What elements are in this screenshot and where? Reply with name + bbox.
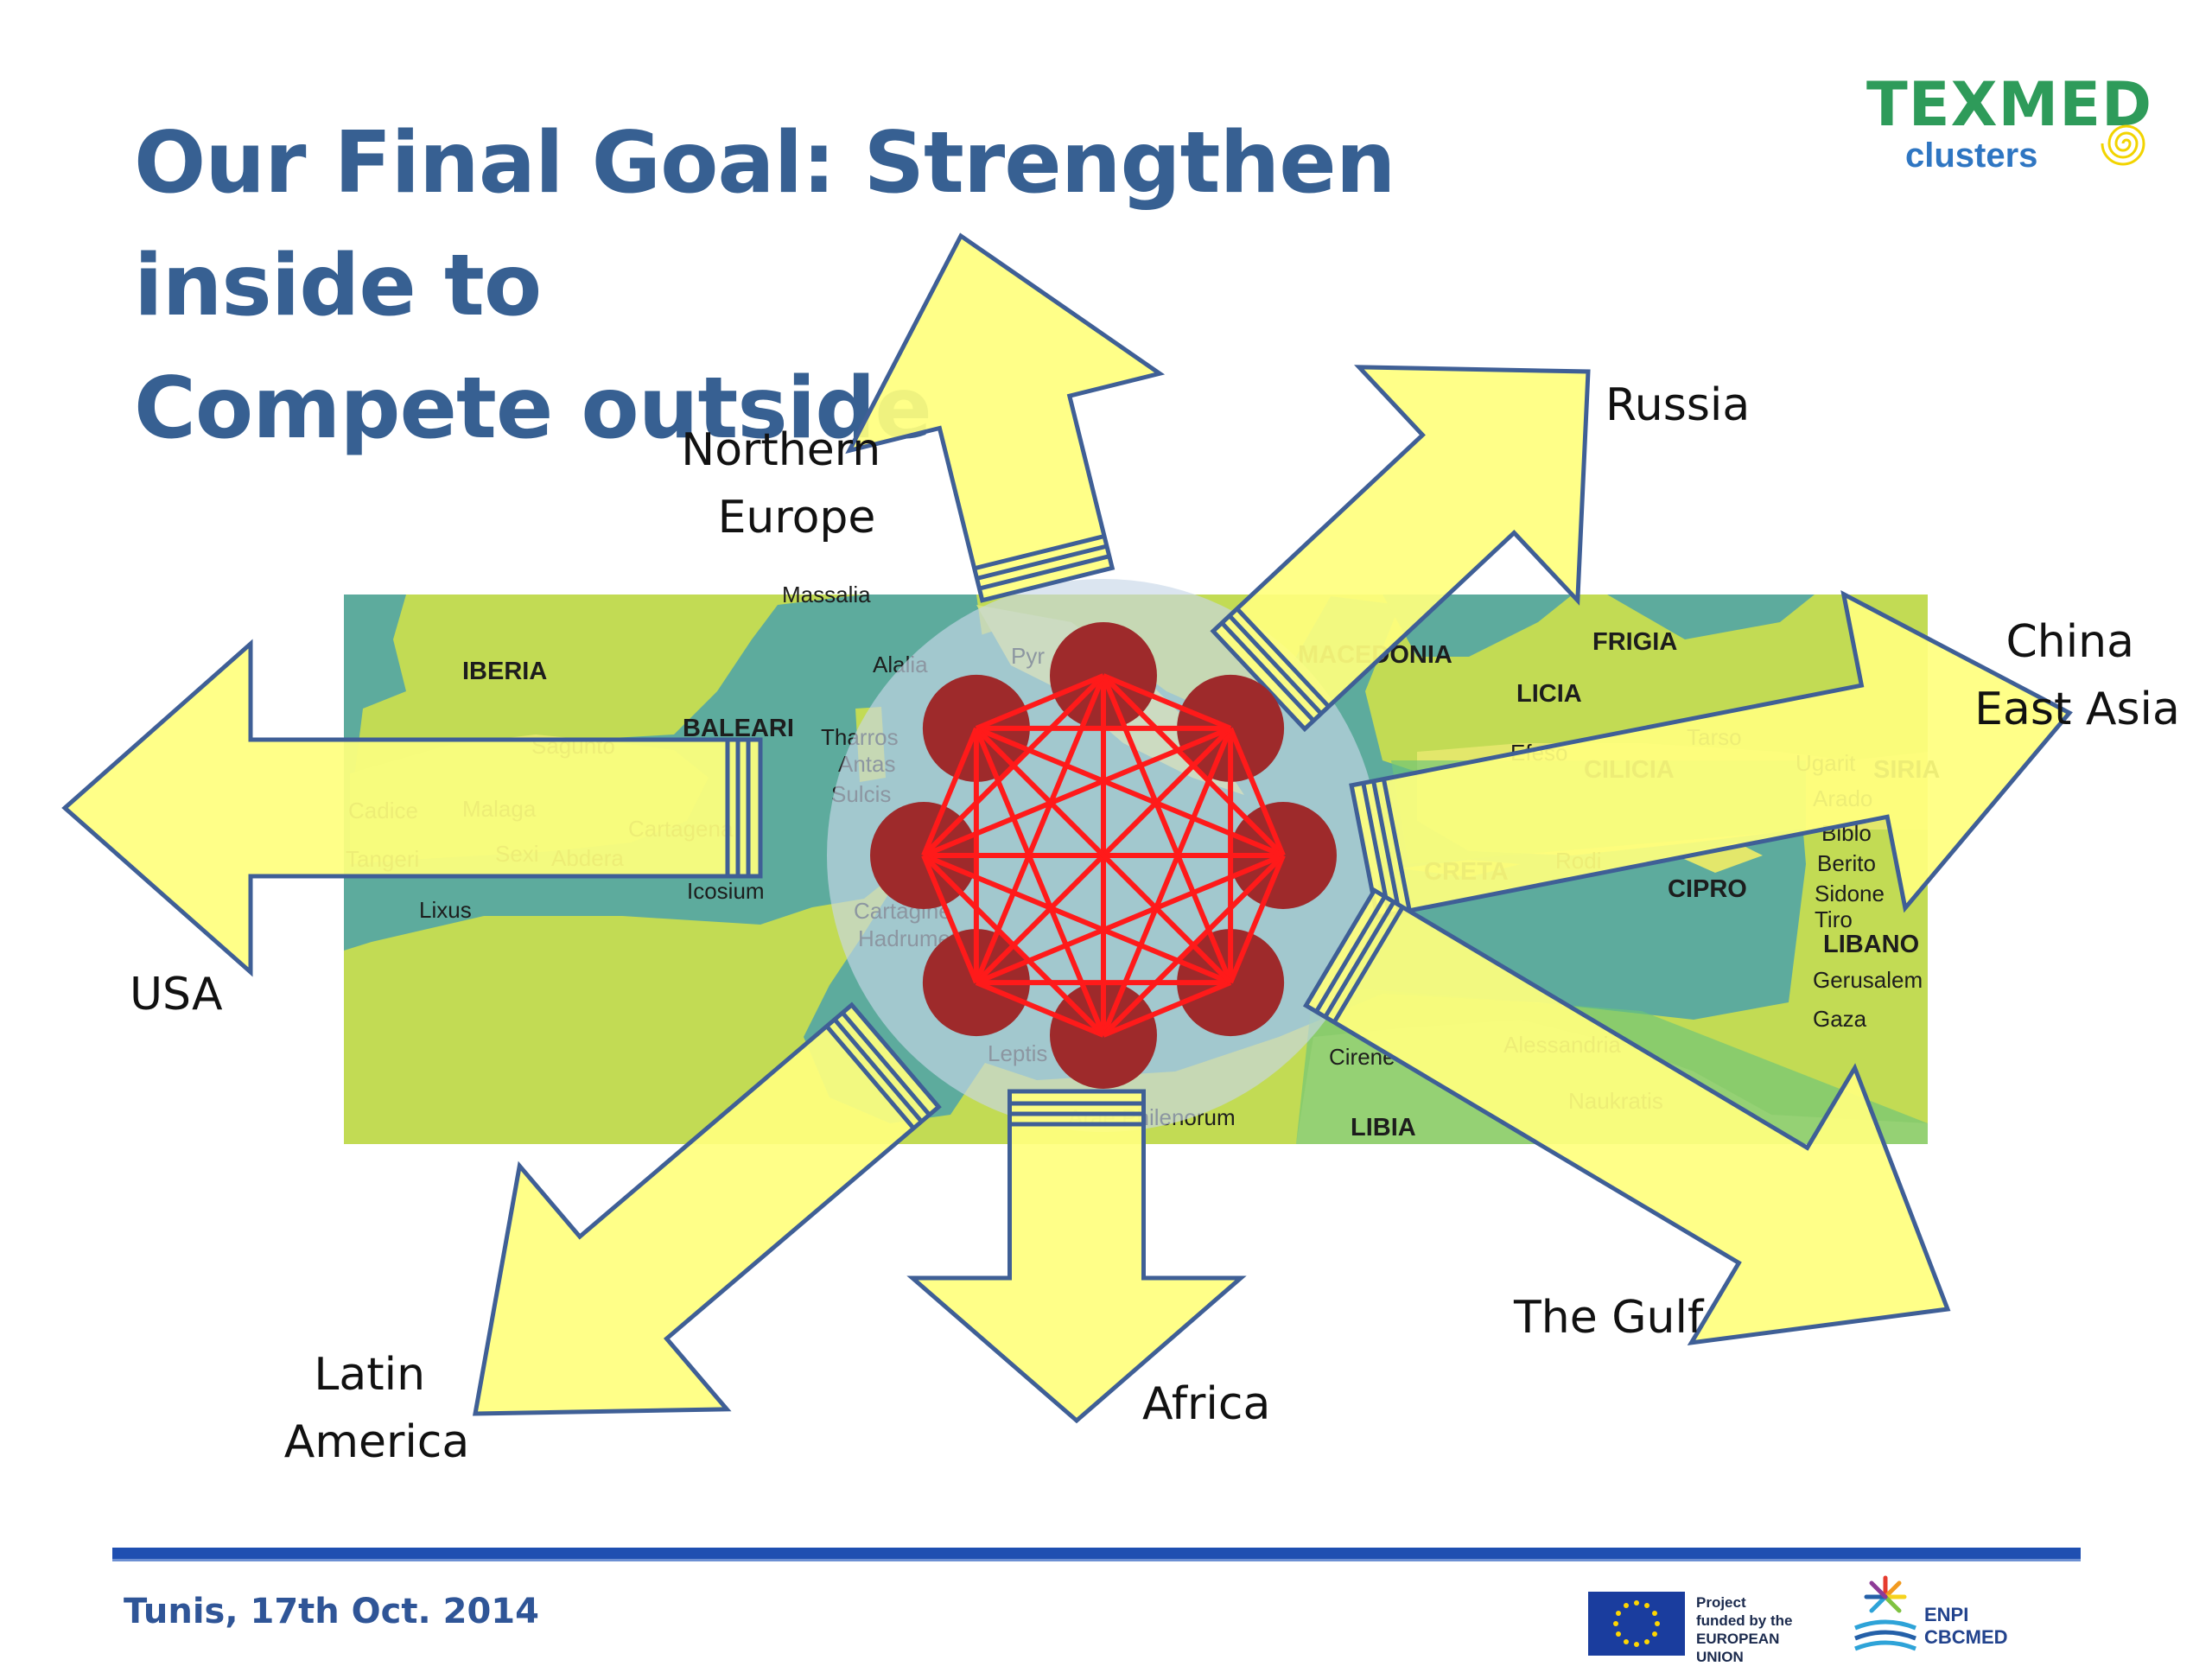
cbcmed-text: ENPI CBCMED [1924, 1604, 2008, 1648]
eu-funding-text: Project funded by the EUROPEAN UNION [1696, 1594, 1793, 1665]
arrow-china-east-asia-stripe [1381, 779, 1412, 912]
enpi-cbcmed-logo: ENPI CBCMED [1851, 1571, 2041, 1657]
map-label: Icosium [687, 878, 765, 904]
title-line-1: Our Final Goal: Strengthen inside to [134, 114, 1395, 335]
arrow-latin-america-stripe [824, 1024, 916, 1130]
map-label: LICIA [1516, 680, 1582, 708]
network-link [1228, 727, 1286, 857]
arrow-northern-europe-stripe [976, 544, 1108, 581]
map-label: Sidone [1815, 881, 1885, 906]
arrow-china-east-asia [1349, 590, 2073, 920]
map-label: LIBIA [1351, 1114, 1416, 1141]
eu-flag-icon [1588, 1592, 1685, 1656]
network-link [975, 673, 1105, 731]
map-label: LIBANO [1823, 931, 1919, 958]
cbcmed-sun-icon [1854, 1575, 1916, 1651]
network-link [974, 726, 1233, 985]
label-northern-europe: Northern Europe [681, 424, 894, 544]
yarn-swirl-icon [2101, 124, 2145, 166]
direction-arrows [61, 232, 2073, 1424]
arrow-northern-europe-stripe [973, 534, 1105, 571]
footer-divider [112, 1548, 2081, 1561]
arrow-usa [61, 639, 763, 977]
map-cyprus [1676, 843, 1763, 873]
arrow-russia-stripe [1220, 621, 1316, 722]
slide-title: Our Final Goal: Strengthen inside to Com… [134, 102, 1689, 470]
network-link [1102, 980, 1232, 1038]
network-link [1102, 673, 1232, 731]
arrow-northern-europe [845, 232, 1166, 603]
title-line-2: Compete outside [134, 359, 932, 458]
map-label: Gerusalem [1813, 967, 1923, 993]
map-label: Lixus [419, 897, 472, 923]
footer-date: Tunis, 17th Oct. 2014 [124, 1592, 539, 1631]
map-label: Massalia [782, 582, 871, 607]
label-africa: Africa [1142, 1378, 1270, 1430]
map-label: Berito [1817, 850, 1876, 876]
map-label: Gaza [1813, 1006, 1867, 1032]
texmed-logo-subtitle: clusters [1905, 137, 2038, 175]
map-label: IBERIA [462, 658, 547, 685]
arrow-the-gulf-stripe [1332, 906, 1405, 1024]
arrow-northern-europe-stripe [978, 554, 1110, 591]
arrow-the-gulf-stripe [1314, 895, 1387, 1014]
arrow-latin-america [473, 1002, 942, 1416]
arrow-latin-america-stripe [833, 1018, 924, 1123]
map-label: CIPRO [1668, 875, 1747, 903]
network-link [975, 726, 1285, 858]
network-link [921, 854, 979, 984]
network-link [921, 853, 1106, 1038]
map-label: FRIGIA [1592, 628, 1677, 656]
map-label: Tiro [1815, 906, 1853, 932]
network-link [974, 727, 1106, 1037]
texmed-clusters-logo: TEXMED clusters [1866, 69, 2160, 181]
arrow-latin-america-stripe [841, 1011, 931, 1116]
label-usa: USA [130, 969, 223, 1021]
network-link [1228, 854, 1286, 984]
network-link [921, 727, 979, 857]
label-russia: Russia [1605, 379, 1750, 431]
arrow-russia [1210, 365, 1591, 733]
network-link [975, 980, 1105, 1038]
arrow-the-gulf [1302, 887, 1951, 1346]
texmed-logo-text: TEXMED [1866, 69, 2153, 140]
eu-funding-logo: Project funded by the EUROPEAN UNION [1588, 1590, 1821, 1665]
arrow-russia-stripe [1235, 607, 1331, 709]
arrow-the-gulf-stripe [1323, 900, 1396, 1019]
cluster-network [870, 622, 1337, 1089]
arrow-russia-stripe [1228, 614, 1323, 715]
label-latin-america: Latin America [284, 1349, 470, 1468]
map-sea-north [1382, 595, 1815, 657]
arrow-china-east-asia-stripe [1371, 780, 1402, 913]
label-china-east-asia: China East Asia [1974, 616, 2180, 735]
label-the-gulf: The Gulf [1513, 1292, 1705, 1344]
arrow-china-east-asia-stripe [1361, 782, 1392, 915]
